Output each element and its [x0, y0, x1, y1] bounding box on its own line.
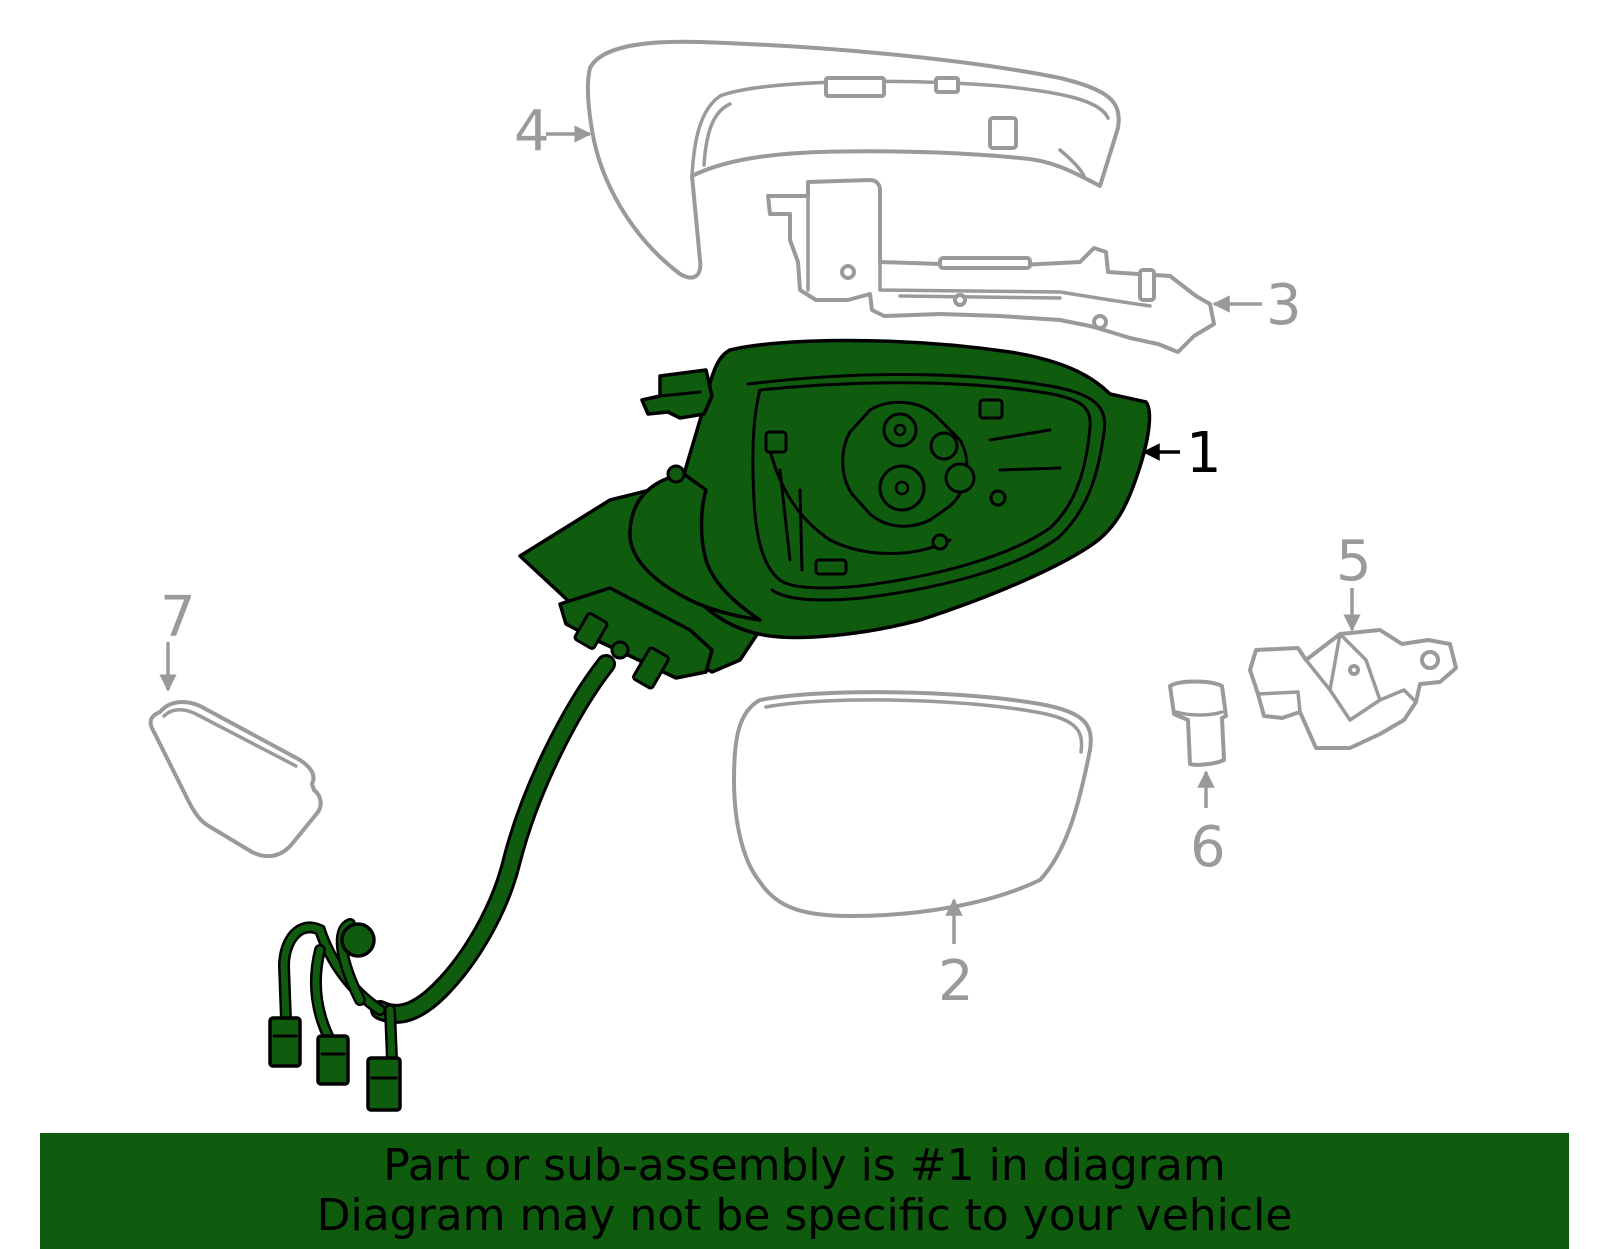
outside-mirror-assembly-part	[268, 338, 1152, 1112]
callout-number-6: 6	[1190, 815, 1226, 880]
mirror-glass-part	[732, 690, 1093, 918]
folding-motor-part	[1248, 628, 1458, 750]
callout-2: 2	[938, 898, 974, 1014]
mirror-cover-cap-part	[585, 39, 1121, 280]
callout-6: 6	[1190, 770, 1226, 880]
callout-4: 4	[514, 99, 592, 164]
callout-number-3: 3	[1266, 273, 1302, 338]
callout-3: 3	[1212, 273, 1302, 338]
disclaimer-banner: Part or sub-assembly is #1 in diagram Di…	[40, 1133, 1569, 1249]
callout-number-1: 1	[1186, 421, 1222, 486]
banner-line-2: Diagram may not be specific to your vehi…	[316, 1190, 1293, 1241]
callout-number-7: 7	[160, 585, 196, 650]
callout-5: 5	[1336, 529, 1372, 632]
clip-connector-part	[1168, 679, 1228, 767]
lamp-cover-part	[148, 700, 323, 859]
wire-harness	[373, 657, 613, 1021]
callout-number-2: 2	[938, 949, 974, 1014]
callout-number-5: 5	[1336, 529, 1372, 594]
banner-line-1: Part or sub-assembly is #1 in diagram	[383, 1140, 1226, 1191]
callout-1: 1	[1142, 421, 1222, 486]
mirror-bracket-part	[766, 178, 1216, 354]
callout-7: 7	[159, 585, 196, 692]
callout-number-4: 4	[514, 99, 550, 164]
